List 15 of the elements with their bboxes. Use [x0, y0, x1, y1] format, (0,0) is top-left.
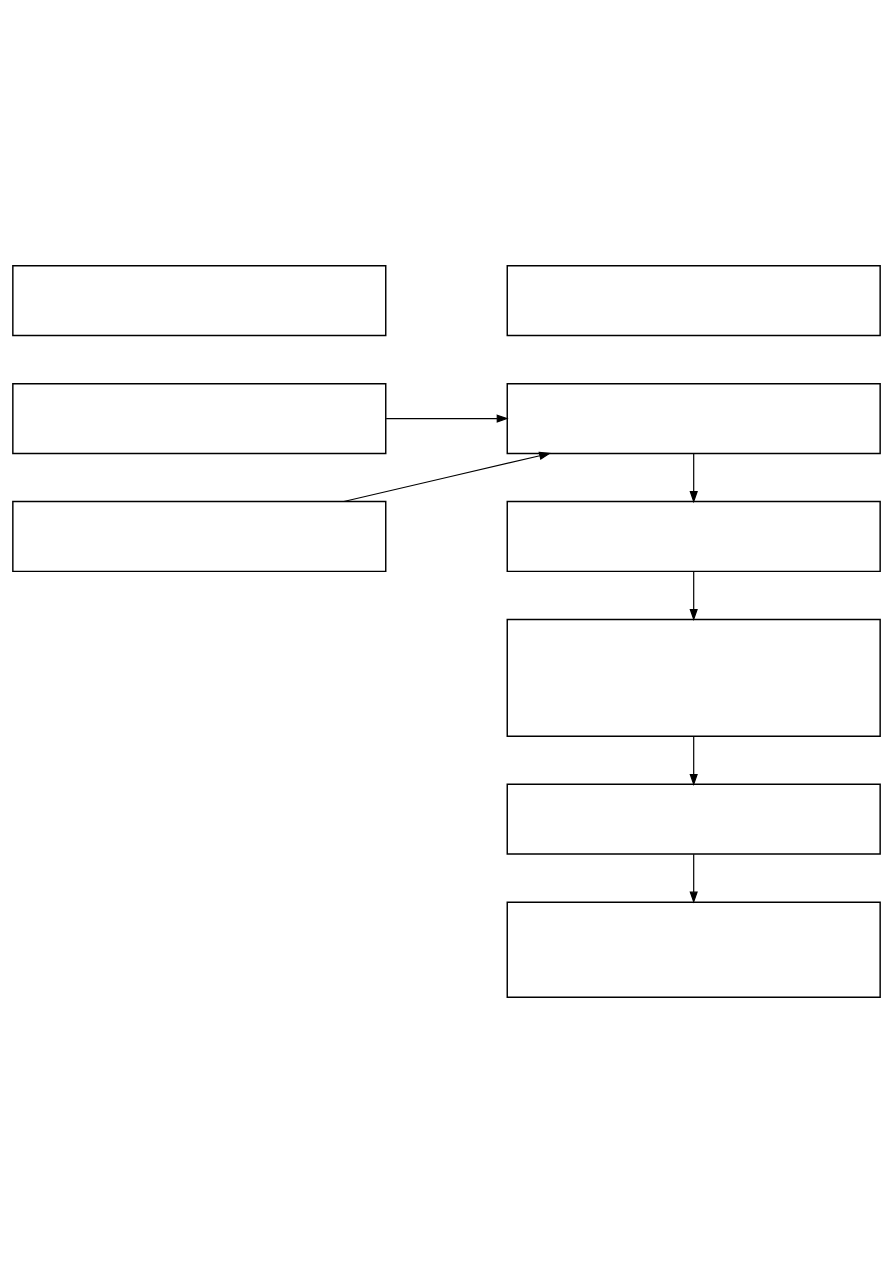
arrow — [343, 451, 552, 503]
node-box — [506, 500, 881, 573]
arrow — [689, 452, 698, 504]
node-box — [506, 382, 881, 455]
arrow — [385, 414, 509, 423]
arrow — [689, 853, 698, 904]
node-box — [506, 618, 881, 737]
node-box — [12, 500, 387, 573]
arrow — [689, 735, 698, 787]
node-box — [506, 901, 881, 998]
node-box — [12, 265, 387, 337]
node-box — [506, 265, 881, 337]
arrow — [689, 571, 698, 621]
node-box — [506, 783, 881, 855]
node-box — [12, 382, 387, 455]
